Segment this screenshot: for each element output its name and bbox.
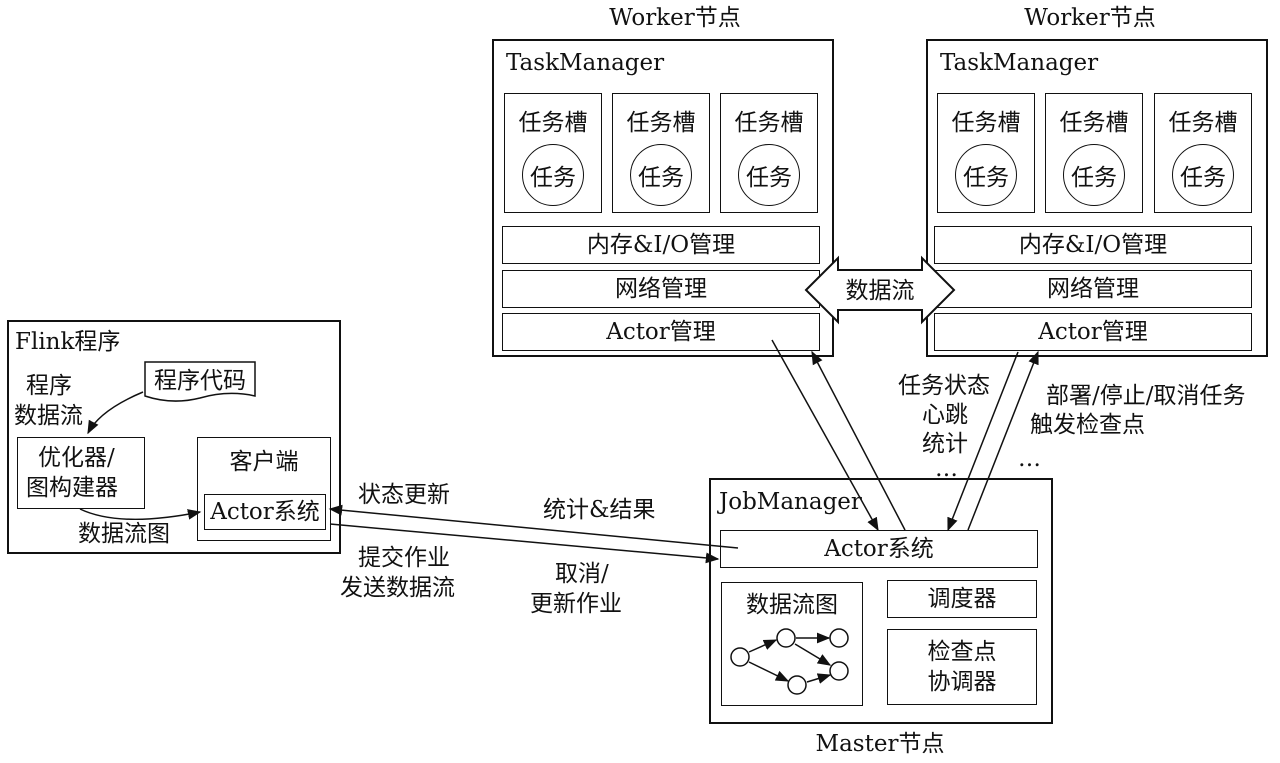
graph-node — [776, 628, 796, 648]
client-label: 客户端 — [229, 449, 299, 475]
graph-node — [787, 675, 807, 695]
task-circle: 任务 — [1172, 144, 1234, 206]
status-update-arrow — [328, 504, 739, 549]
graph-node — [829, 628, 849, 648]
statistics-label: 统计 — [922, 431, 968, 457]
program-dataflow-label-2: 数据流 — [14, 403, 83, 429]
actor-manager-left: Actor管理 — [502, 313, 820, 351]
checkpoint-line-1: 检查点 — [927, 639, 997, 665]
task-slot-label: 任务槽 — [734, 110, 804, 136]
task-slot: 任务槽 任务 — [937, 93, 1035, 213]
task-slot-label: 任务槽 — [1168, 110, 1238, 136]
right-worker-to-master-arrow — [947, 351, 1019, 532]
send-dataflow-label: 发送数据流 — [340, 575, 455, 601]
task-slot: 任务槽 任务 — [504, 93, 602, 213]
graph-edge — [794, 643, 832, 666]
cancel-label: 取消/ — [555, 561, 609, 587]
update-job-label: 更新作业 — [530, 591, 622, 617]
task-slot-label: 任务槽 — [1059, 110, 1129, 136]
graph-node — [829, 661, 849, 681]
master-to-left-worker-arrow — [811, 350, 906, 531]
dataflow-graph-label: 数据流图 — [78, 521, 170, 547]
task-slot: 任务槽 任务 — [1154, 93, 1252, 213]
optimizer-line-2: 图构建器 — [26, 475, 118, 501]
left-worker-to-master-arrow — [771, 339, 879, 532]
heartbeat-label: 心跳 — [922, 402, 968, 428]
task-slot: 任务槽 任务 — [1045, 93, 1143, 213]
flink-program-title: Flink程序 — [15, 329, 121, 355]
jobmanager-label: JobManager — [719, 489, 862, 515]
graph-node — [730, 647, 750, 667]
actor-manager-right: Actor管理 — [934, 313, 1252, 351]
master-actor-system: Actor系统 — [720, 530, 1038, 568]
task-status-label: 任务状态 — [898, 373, 990, 399]
left-ellipsis: … — [935, 456, 958, 482]
graph-edge — [806, 673, 832, 684]
task-circle: 任务 — [1063, 144, 1125, 206]
dataflow-double-arrow — [804, 255, 956, 325]
memory-io-manager-left: 内存&I/O管理 — [502, 226, 820, 264]
task-slot-label: 任务槽 — [518, 110, 588, 136]
scheduler-box: 调度器 — [887, 580, 1037, 618]
mini-dataflow-graph — [730, 628, 849, 695]
trigger-checkpoint-label: 触发检查点 — [1030, 412, 1145, 438]
task-slot: 任务槽 任务 — [612, 93, 710, 213]
task-slot-label: 任务槽 — [626, 110, 696, 136]
program-code-doc: 程序代码 — [154, 368, 246, 394]
program-code-doc-outline — [144, 361, 256, 402]
task-circle: 任务 — [630, 144, 692, 206]
task-circle: 任务 — [738, 144, 800, 206]
master-node-title: Master节点 — [815, 731, 945, 757]
graph-edge — [748, 639, 778, 653]
checkpoint-line-2: 协调器 — [927, 669, 997, 695]
optimizer-box: 优化器/ 图构建器 — [17, 437, 145, 509]
stats-results-label: 统计&结果 — [543, 497, 656, 523]
checkpoint-coordinator-box: 检查点 协调器 — [887, 629, 1037, 705]
submit-job-arrow — [329, 523, 720, 564]
right-ellipsis: … — [1018, 446, 1041, 472]
task-circle: 任务 — [955, 144, 1017, 206]
status-update-label: 状态更新 — [358, 482, 450, 508]
worker-left-title: Worker节点 — [609, 5, 741, 31]
submit-job-label: 提交作业 — [358, 545, 450, 571]
deploy-stop-cancel-label: 部署/停止/取消任务 — [1046, 383, 1246, 409]
optimizer-to-client-arrow — [79, 508, 202, 521]
dataflow-arrow-label: 数据流 — [846, 278, 915, 304]
master-dataflow-graph-label: 数据流图 — [746, 592, 838, 618]
task-circle: 任务 — [522, 144, 584, 206]
worker-right-title: Worker节点 — [1024, 5, 1156, 31]
taskmanager-left-label: TaskManager — [506, 50, 665, 76]
memory-io-manager-right: 内存&I/O管理 — [934, 226, 1252, 264]
program-to-optimizer-arrow — [87, 391, 144, 435]
master-to-right-worker-arrow — [967, 350, 1039, 531]
graph-edge — [748, 661, 790, 682]
network-manager-left: 网络管理 — [502, 270, 820, 308]
task-slot-label: 任务槽 — [951, 110, 1021, 136]
client-actor-system: Actor系统 — [204, 494, 326, 530]
task-slot: 任务槽 任务 — [720, 93, 818, 213]
optimizer-line-1: 优化器/ — [38, 445, 115, 471]
taskmanager-right-label: TaskManager — [940, 50, 1099, 76]
program-dataflow-label-1: 程序 — [26, 373, 72, 399]
